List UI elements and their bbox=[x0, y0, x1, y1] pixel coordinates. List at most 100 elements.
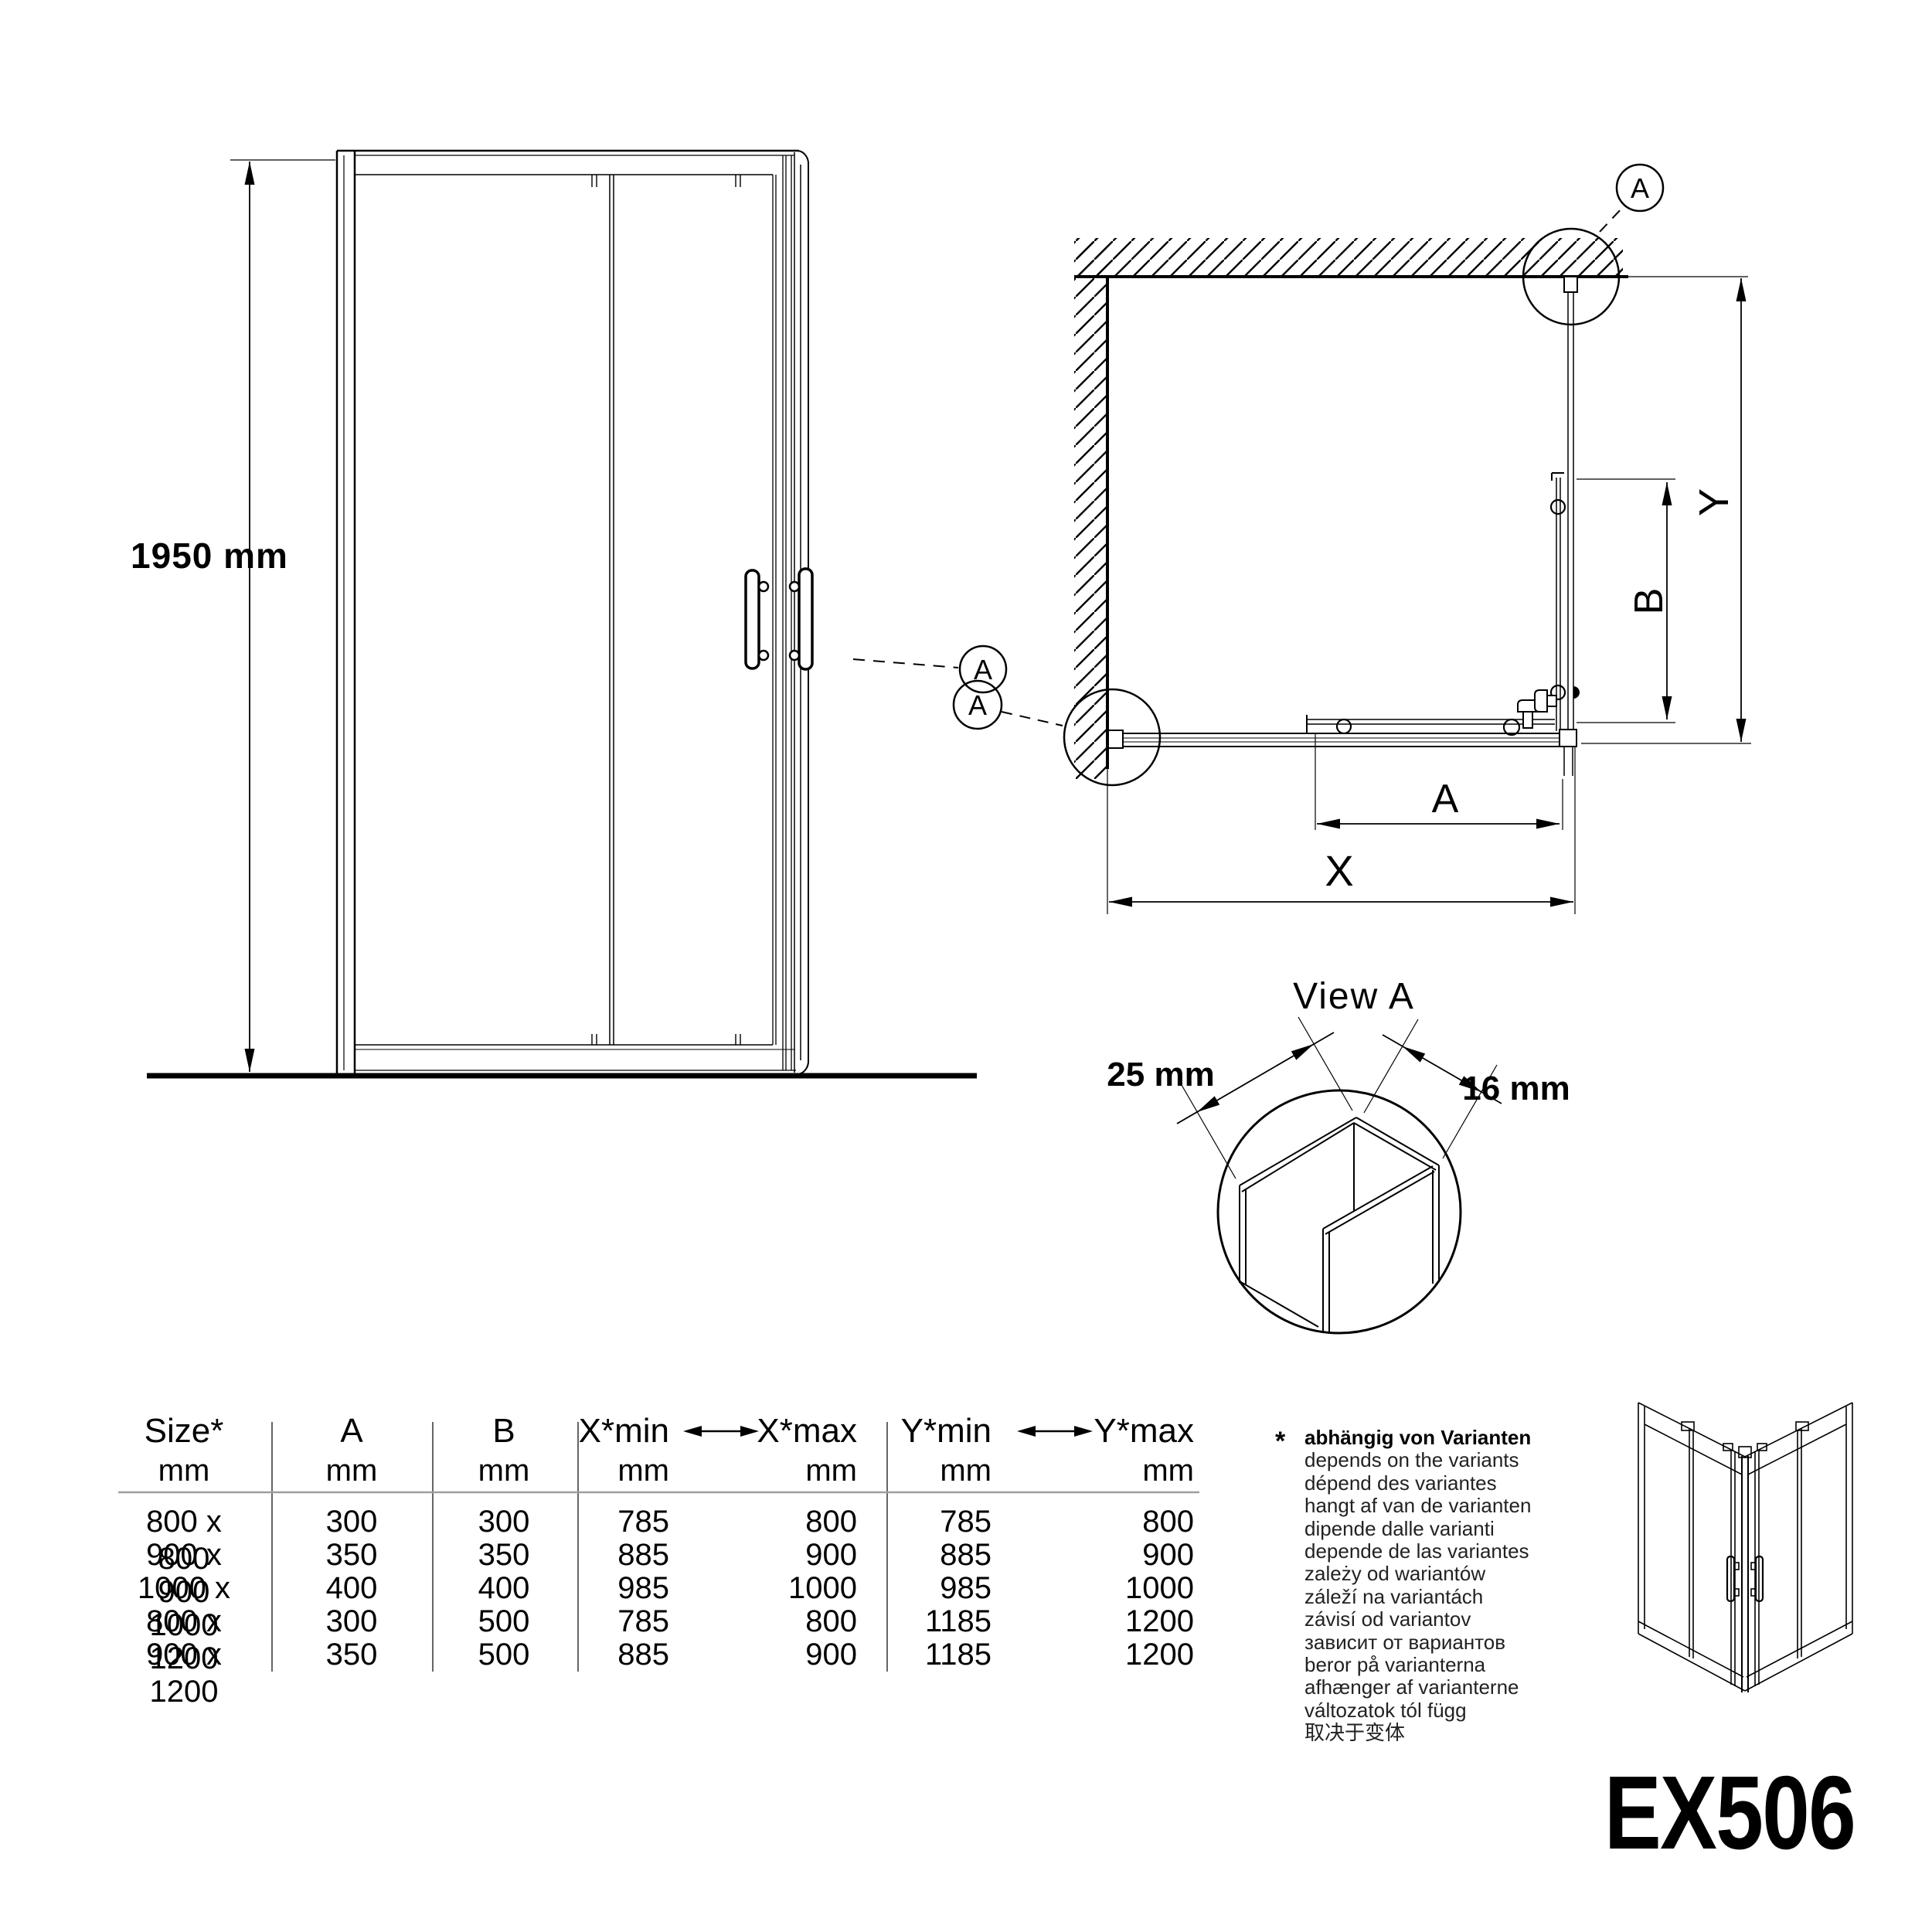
table-row-cell: 785 bbox=[617, 1505, 669, 1539]
table-row-cell: 1185 bbox=[924, 1638, 992, 1672]
range-arrow-x bbox=[683, 1426, 759, 1437]
footnote-line: beror på varianterna bbox=[1304, 1653, 1486, 1677]
table-row-cell: 400 bbox=[325, 1571, 378, 1605]
table-row-cell: 500 bbox=[478, 1638, 530, 1672]
table-row-cell: 885 bbox=[617, 1538, 669, 1572]
unit-cell: mm bbox=[940, 1454, 992, 1488]
table-row-cell: 800 bbox=[805, 1505, 857, 1539]
col-header-ymax: Y*max bbox=[1094, 1412, 1194, 1450]
footnote-line: depends on the variants bbox=[1304, 1448, 1519, 1472]
unit-cell: mm bbox=[325, 1454, 378, 1488]
table-row-cell: 350 bbox=[325, 1638, 378, 1672]
table-row-cell: 900 x 1200 bbox=[146, 1638, 222, 1709]
table-row-cell: 350 bbox=[325, 1538, 378, 1572]
table-row-cell: 1185 bbox=[924, 1604, 992, 1638]
dimension-y bbox=[1581, 278, 1751, 744]
table-row-cell: 1000 x 1000 bbox=[137, 1571, 231, 1642]
table-row-cell: 1200 bbox=[1125, 1604, 1194, 1638]
table-row-cell: 785 bbox=[940, 1505, 992, 1539]
table-row-cell: 300 bbox=[325, 1505, 378, 1539]
table-row-cell: 1000 bbox=[1125, 1571, 1194, 1605]
footnote-line: depende de las variantes bbox=[1304, 1539, 1529, 1563]
detail-view-circle bbox=[1216, 1089, 1462, 1335]
footnote-line: változatok tól függ bbox=[1304, 1698, 1467, 1722]
detail-balloon-left bbox=[952, 679, 1003, 730]
detail-balloon-top bbox=[1615, 163, 1665, 213]
table-row-cell: 1000 bbox=[788, 1571, 857, 1605]
table-row-cell: 900 x 900 bbox=[146, 1538, 222, 1609]
table-row-cell: 800 bbox=[805, 1604, 857, 1638]
footnote-line: abhängig von Varianten bbox=[1304, 1426, 1532, 1449]
height-dimension-label: 1950 mm bbox=[131, 536, 288, 576]
detail-circle-left bbox=[1063, 688, 1162, 787]
plan-view-drawing bbox=[952, 163, 1751, 914]
col-header-size: Size* bbox=[144, 1412, 224, 1450]
col-header-a: A bbox=[340, 1412, 363, 1450]
unit-cell: mm bbox=[158, 1454, 210, 1488]
wall-hatch-left bbox=[1074, 238, 1107, 779]
plan-balloon-top-label: A bbox=[1630, 172, 1649, 204]
dim-label-a: A bbox=[1431, 777, 1459, 821]
table-row-cell: 900 bbox=[805, 1638, 857, 1672]
dim-label-b: B bbox=[1627, 587, 1672, 615]
table-row-cell: 900 bbox=[1142, 1538, 1194, 1572]
table-row-cell: 800 x 800 bbox=[146, 1505, 222, 1576]
footnote-line: 取决于变体 bbox=[1304, 1721, 1406, 1745]
col-header-ymin: Y*min bbox=[900, 1412, 992, 1450]
table-row-cell: 985 bbox=[940, 1571, 992, 1605]
table-row-cell: 300 bbox=[478, 1505, 530, 1539]
dimension-b bbox=[1577, 478, 1675, 723]
dim-label-x: X bbox=[1325, 846, 1354, 895]
table-row-cell: 1200 bbox=[1125, 1638, 1194, 1672]
view-a-dim-right-label: 16 mm bbox=[1462, 1070, 1570, 1107]
table-row-cell: 800 bbox=[1142, 1505, 1194, 1539]
front-view-drawing bbox=[147, 149, 1008, 1079]
table-row-cell: 785 bbox=[617, 1604, 669, 1638]
footnote-line: závisí od variantov bbox=[1304, 1607, 1471, 1631]
product-code: EX506 bbox=[1604, 1754, 1856, 1871]
front-balloon-label: A bbox=[973, 654, 992, 685]
isometric-thumbnail bbox=[1638, 1402, 1853, 1692]
wall-hatch-top bbox=[1074, 238, 1623, 277]
roller bbox=[1502, 718, 1521, 736]
col-header-xmax: X*max bbox=[757, 1412, 857, 1450]
view-a-detail-drawing bbox=[1176, 1016, 1502, 1335]
footnote-marker: * bbox=[1275, 1427, 1286, 1456]
footnote-line: dépend des variantes bbox=[1304, 1471, 1497, 1495]
footnote-line: zależy od wariantów bbox=[1304, 1562, 1486, 1586]
col-header-xmin: X*min bbox=[578, 1412, 669, 1450]
detail-balloon-front bbox=[958, 645, 1008, 694]
plan-balloon-left-label: A bbox=[968, 689, 987, 721]
footnote-line: зависит от вариантов bbox=[1304, 1630, 1506, 1654]
roller bbox=[1335, 718, 1352, 735]
footnote-line: dipende dalle varianti bbox=[1304, 1516, 1495, 1540]
roller bbox=[1549, 498, 1566, 515]
table-row-cell: 885 bbox=[940, 1538, 992, 1572]
col-header-b: B bbox=[492, 1412, 515, 1450]
dimension-16mm bbox=[1363, 1019, 1502, 1159]
table-row-cell: 900 bbox=[805, 1538, 857, 1572]
table-rules bbox=[118, 1422, 1199, 1672]
thumb-handle-right bbox=[1754, 1555, 1764, 1603]
range-arrow-y bbox=[1017, 1426, 1093, 1437]
table-row-cell: 800 x 1200 bbox=[146, 1604, 222, 1675]
table-row-cell: 985 bbox=[617, 1571, 669, 1605]
footnote-line: záleží na variantách bbox=[1304, 1584, 1484, 1608]
table-row-cell: 500 bbox=[478, 1604, 530, 1638]
unit-cell: mm bbox=[478, 1454, 530, 1488]
unit-cell: mm bbox=[617, 1454, 669, 1488]
dimension-a bbox=[1315, 733, 1563, 830]
dimension-25mm bbox=[1176, 1016, 1353, 1179]
detail-circle-top bbox=[1522, 227, 1621, 326]
door-handle-left bbox=[744, 569, 770, 670]
thumb-handle-left bbox=[1726, 1555, 1736, 1603]
table-row-cell: 885 bbox=[617, 1638, 669, 1672]
table-row-cell: 350 bbox=[478, 1538, 530, 1572]
dim-label-y: Y bbox=[1691, 488, 1737, 517]
unit-cell: mm bbox=[1142, 1454, 1194, 1488]
dimension-x bbox=[1109, 747, 1576, 914]
door-handle-right bbox=[788, 567, 814, 671]
view-a-title: View A bbox=[1293, 976, 1415, 1017]
